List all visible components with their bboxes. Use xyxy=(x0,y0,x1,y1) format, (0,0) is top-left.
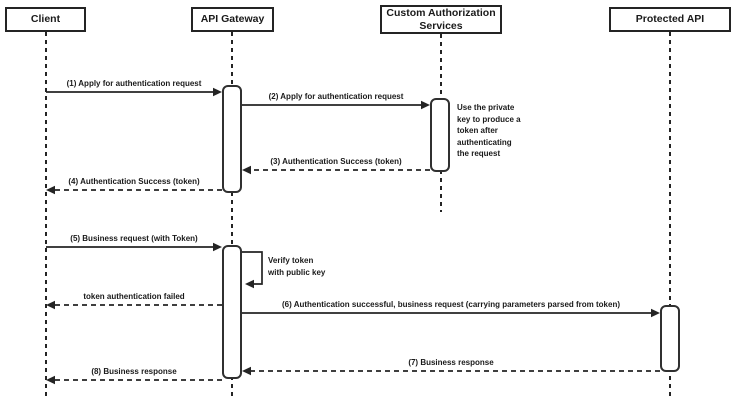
activation-authorization-service xyxy=(430,98,450,172)
note-private-key: Use the private key to produce a token a… xyxy=(457,103,521,158)
message-label-msg-4: (4) Authentication Success (token) xyxy=(68,177,200,186)
arrowhead-icon-msg-5 xyxy=(213,242,222,252)
activation-gateway-authentication xyxy=(222,85,242,193)
activation-gateway-business xyxy=(222,245,242,379)
arrowhead-icon-msg-8 xyxy=(46,375,55,385)
message-label-msg-3: (3) Authentication Success (token) xyxy=(270,157,402,166)
self-message-label: Verify token with public key xyxy=(268,256,326,277)
arrowhead-icon-msg-2 xyxy=(421,100,430,110)
arrowhead-icon-msg-token-failed xyxy=(46,300,55,310)
arrowhead-icon-self-message xyxy=(245,279,254,289)
participant-client: Client xyxy=(5,7,86,32)
arrowhead-icon-msg-4 xyxy=(46,185,55,195)
message-label-msg-1: (1) Apply for authentication request xyxy=(66,79,202,88)
arrowhead-icon-msg-7 xyxy=(242,366,251,376)
message-label-msg-7: (7) Business response xyxy=(408,358,494,367)
participant-custom-authorization-services: Custom Authorization Services xyxy=(380,5,502,34)
self-message-line xyxy=(242,251,263,285)
arrowhead-icon-msg-1 xyxy=(213,87,222,97)
participant-protected-api: Protected API xyxy=(609,7,731,32)
activation-protected-api-business xyxy=(660,305,680,372)
message-label-msg-token-failed: token authentication failed xyxy=(83,292,185,301)
message-label-msg-5: (5) Business request (with Token) xyxy=(70,234,198,243)
arrowhead-icon-msg-6 xyxy=(651,308,660,318)
message-label-msg-6: (6) Authentication successful, business … xyxy=(281,300,621,309)
message-label-msg-8: (8) Business response xyxy=(91,367,177,376)
participant-api-gateway: API Gateway xyxy=(191,7,274,32)
message-label-msg-2: (2) Apply for authentication request xyxy=(268,92,404,101)
arrowhead-icon-msg-3 xyxy=(242,165,251,175)
